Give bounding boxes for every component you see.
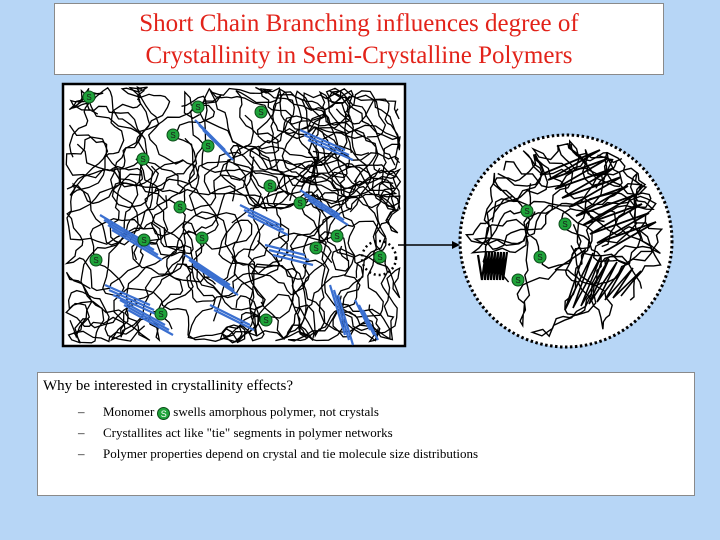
monomer-s-icon: S bbox=[83, 91, 95, 103]
monomer-s-icon: S bbox=[192, 101, 204, 113]
monomer-s-icon: S bbox=[310, 242, 322, 254]
monomer-s-icon: S bbox=[331, 230, 343, 242]
monomer-s-icon: S bbox=[137, 153, 149, 165]
monomer-s-icon: S bbox=[167, 129, 179, 141]
monomer-label: S bbox=[177, 203, 182, 212]
monomer-label: S bbox=[158, 310, 163, 319]
monomer-s-icon: S bbox=[521, 205, 533, 217]
monomer-label: S bbox=[334, 232, 339, 241]
monomer-s-icon: S bbox=[196, 232, 208, 244]
bullet-3-text: Polymer properties depend on crystal and… bbox=[103, 446, 478, 461]
monomer-label: S bbox=[86, 93, 91, 102]
notes-box: Why be interested in crystallinity effec… bbox=[37, 372, 695, 496]
bullet-item: – Crystallites act like "tie" segments i… bbox=[43, 422, 689, 443]
monomer-label: S bbox=[199, 234, 204, 243]
monomer-label: S bbox=[93, 256, 98, 265]
monomer-label: S bbox=[562, 220, 567, 229]
monomer-s-icon: S bbox=[534, 251, 546, 263]
bullet-marker: – bbox=[78, 443, 85, 464]
polymer-crystallinity-diagram: S S S S S S S S S S S S S S S S S S S S S bbox=[0, 0, 720, 372]
monomer-s-icon: S bbox=[255, 106, 267, 118]
monomer-s-icon: S bbox=[512, 274, 524, 286]
monomer-s-icon: S bbox=[90, 254, 102, 266]
monomer-label: S bbox=[524, 207, 529, 216]
monomer-s-icon: S bbox=[260, 314, 272, 326]
bullet-2-text: Crystallites act like "tie" segments in … bbox=[103, 425, 393, 440]
monomer-label: S bbox=[297, 199, 302, 208]
question-heading: Why be interested in crystallinity effec… bbox=[43, 377, 689, 395]
monomer-label: S bbox=[267, 182, 272, 191]
monomer-label: S bbox=[313, 244, 318, 253]
monomer-s-icon: S bbox=[174, 201, 186, 213]
monomer-s-icon: S bbox=[138, 234, 150, 246]
monomer-s-icon: S bbox=[157, 407, 170, 420]
monomer-label: S bbox=[377, 253, 382, 262]
monomer-label: S bbox=[515, 276, 520, 285]
bullet-marker: – bbox=[78, 401, 85, 422]
monomer-label: S bbox=[258, 108, 263, 117]
monomer-label: S bbox=[205, 142, 210, 151]
monomer-s-icon: S bbox=[155, 308, 167, 320]
bullet-item: – Polymer properties depend on crystal a… bbox=[43, 443, 689, 464]
monomer-s-icon: S bbox=[559, 218, 571, 230]
bullet-marker: – bbox=[78, 422, 85, 443]
monomer-label: S bbox=[140, 155, 145, 164]
monomer-s-icon: S bbox=[294, 197, 306, 209]
monomer-s-icon: S bbox=[264, 180, 276, 192]
monomer-label: S bbox=[263, 316, 268, 325]
monomer-s-icon: S bbox=[374, 251, 386, 263]
monomer-label: S bbox=[170, 131, 175, 140]
monomer-s-icon: S bbox=[202, 140, 214, 152]
monomer-label: S bbox=[141, 236, 146, 245]
monomer-label: S bbox=[195, 103, 200, 112]
monomer-label: S bbox=[537, 253, 542, 262]
bullet-1-start: Monomer bbox=[103, 404, 154, 419]
bullet-1-end: swells amorphous polymer, not crystals bbox=[173, 404, 379, 419]
